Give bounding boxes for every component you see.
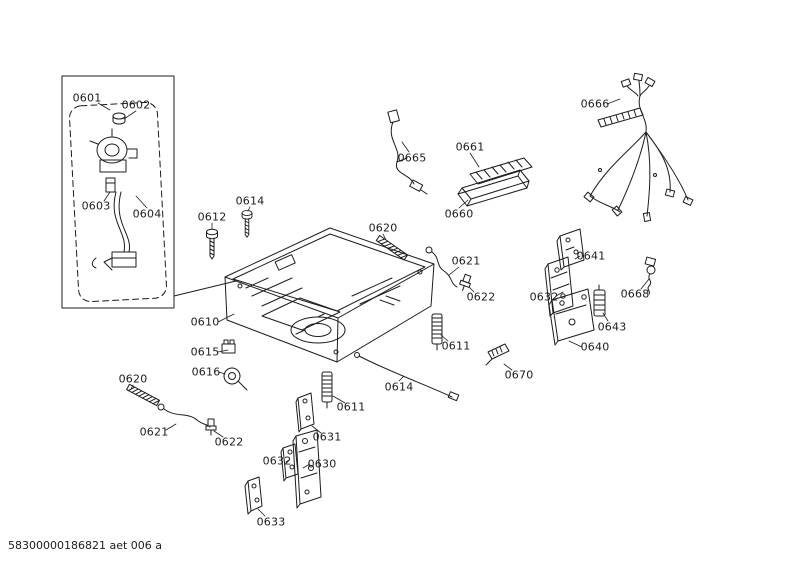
damper-0611-left: [321, 371, 333, 409]
leader-lines: [97, 98, 650, 517]
part-label: 0665: [397, 151, 427, 165]
part-label: 0602: [121, 98, 151, 112]
part-label: 0622: [214, 435, 244, 449]
clip-0622-left: [205, 418, 217, 436]
part-label: 0620: [118, 372, 148, 386]
part-label: 0641: [576, 249, 606, 263]
cable-0621-left: [157, 403, 211, 428]
part-label: 0661: [455, 140, 485, 154]
inlet-assembly-group: [61, 75, 175, 309]
part-label: 0640: [580, 340, 610, 354]
cable-0665: [387, 109, 428, 195]
part-label: 0621: [139, 425, 169, 439]
heater-cover-0661: [469, 157, 533, 185]
harness-0666: [583, 72, 694, 222]
clip-0622-top: [457, 273, 474, 293]
part-label: 0620: [368, 221, 398, 235]
part-label: 0643: [597, 320, 627, 334]
part-0670: [485, 343, 510, 366]
base-tub: [224, 227, 435, 363]
screw-0612: [206, 228, 218, 260]
part-label: 0614: [235, 194, 265, 208]
part-label: 0611: [441, 339, 471, 353]
cable-0621-top: [425, 246, 458, 288]
sensor-0668: [644, 256, 657, 295]
part-label: 0612: [197, 210, 227, 224]
cable-0614-mid: [354, 352, 460, 402]
cap-0602: [112, 112, 126, 125]
grommet-0616: [223, 367, 248, 391]
damper-0611-right: [431, 313, 443, 351]
part-label: 0632: [262, 454, 292, 468]
part-label: 0670: [504, 368, 534, 382]
part-label: 0666: [580, 97, 610, 111]
part-label: 0614: [384, 380, 414, 394]
part-label: 0668: [620, 287, 650, 301]
part-label: 0630: [307, 457, 337, 471]
part-label: 0633: [256, 515, 286, 529]
part-0615: [221, 339, 236, 354]
bracket-0632-left: [280, 443, 299, 482]
part-label: 0603: [81, 199, 111, 213]
part-label: 0610: [190, 315, 220, 329]
part-label: 0604: [132, 207, 162, 221]
part-label: 0616: [191, 365, 221, 379]
bracket-0631: [295, 392, 315, 433]
part-label: 0621: [451, 254, 481, 268]
part-label: 0611: [336, 400, 366, 414]
part-label: 0660: [444, 207, 474, 221]
part-label: 0632: [529, 290, 559, 304]
screw-0614-top: [241, 210, 253, 238]
part-label: 0615: [190, 345, 220, 359]
reference-line: [173, 280, 237, 297]
spring-0620-top: [375, 235, 409, 261]
part-0643: [593, 284, 606, 317]
part-label: 0622: [466, 290, 496, 304]
bracket-0640: [548, 288, 595, 346]
heater-frame-0660: [457, 169, 530, 207]
bracket-0633: [244, 476, 263, 515]
inlet-hose-0604: [91, 191, 137, 271]
bracket-0641: [556, 228, 585, 271]
document-code: 58300000186821 aet 006 a: [8, 539, 163, 552]
valve-body: [89, 128, 138, 173]
part-0603: [105, 177, 116, 193]
part-label: 0601: [72, 91, 102, 105]
part-label: 0631: [312, 430, 342, 444]
